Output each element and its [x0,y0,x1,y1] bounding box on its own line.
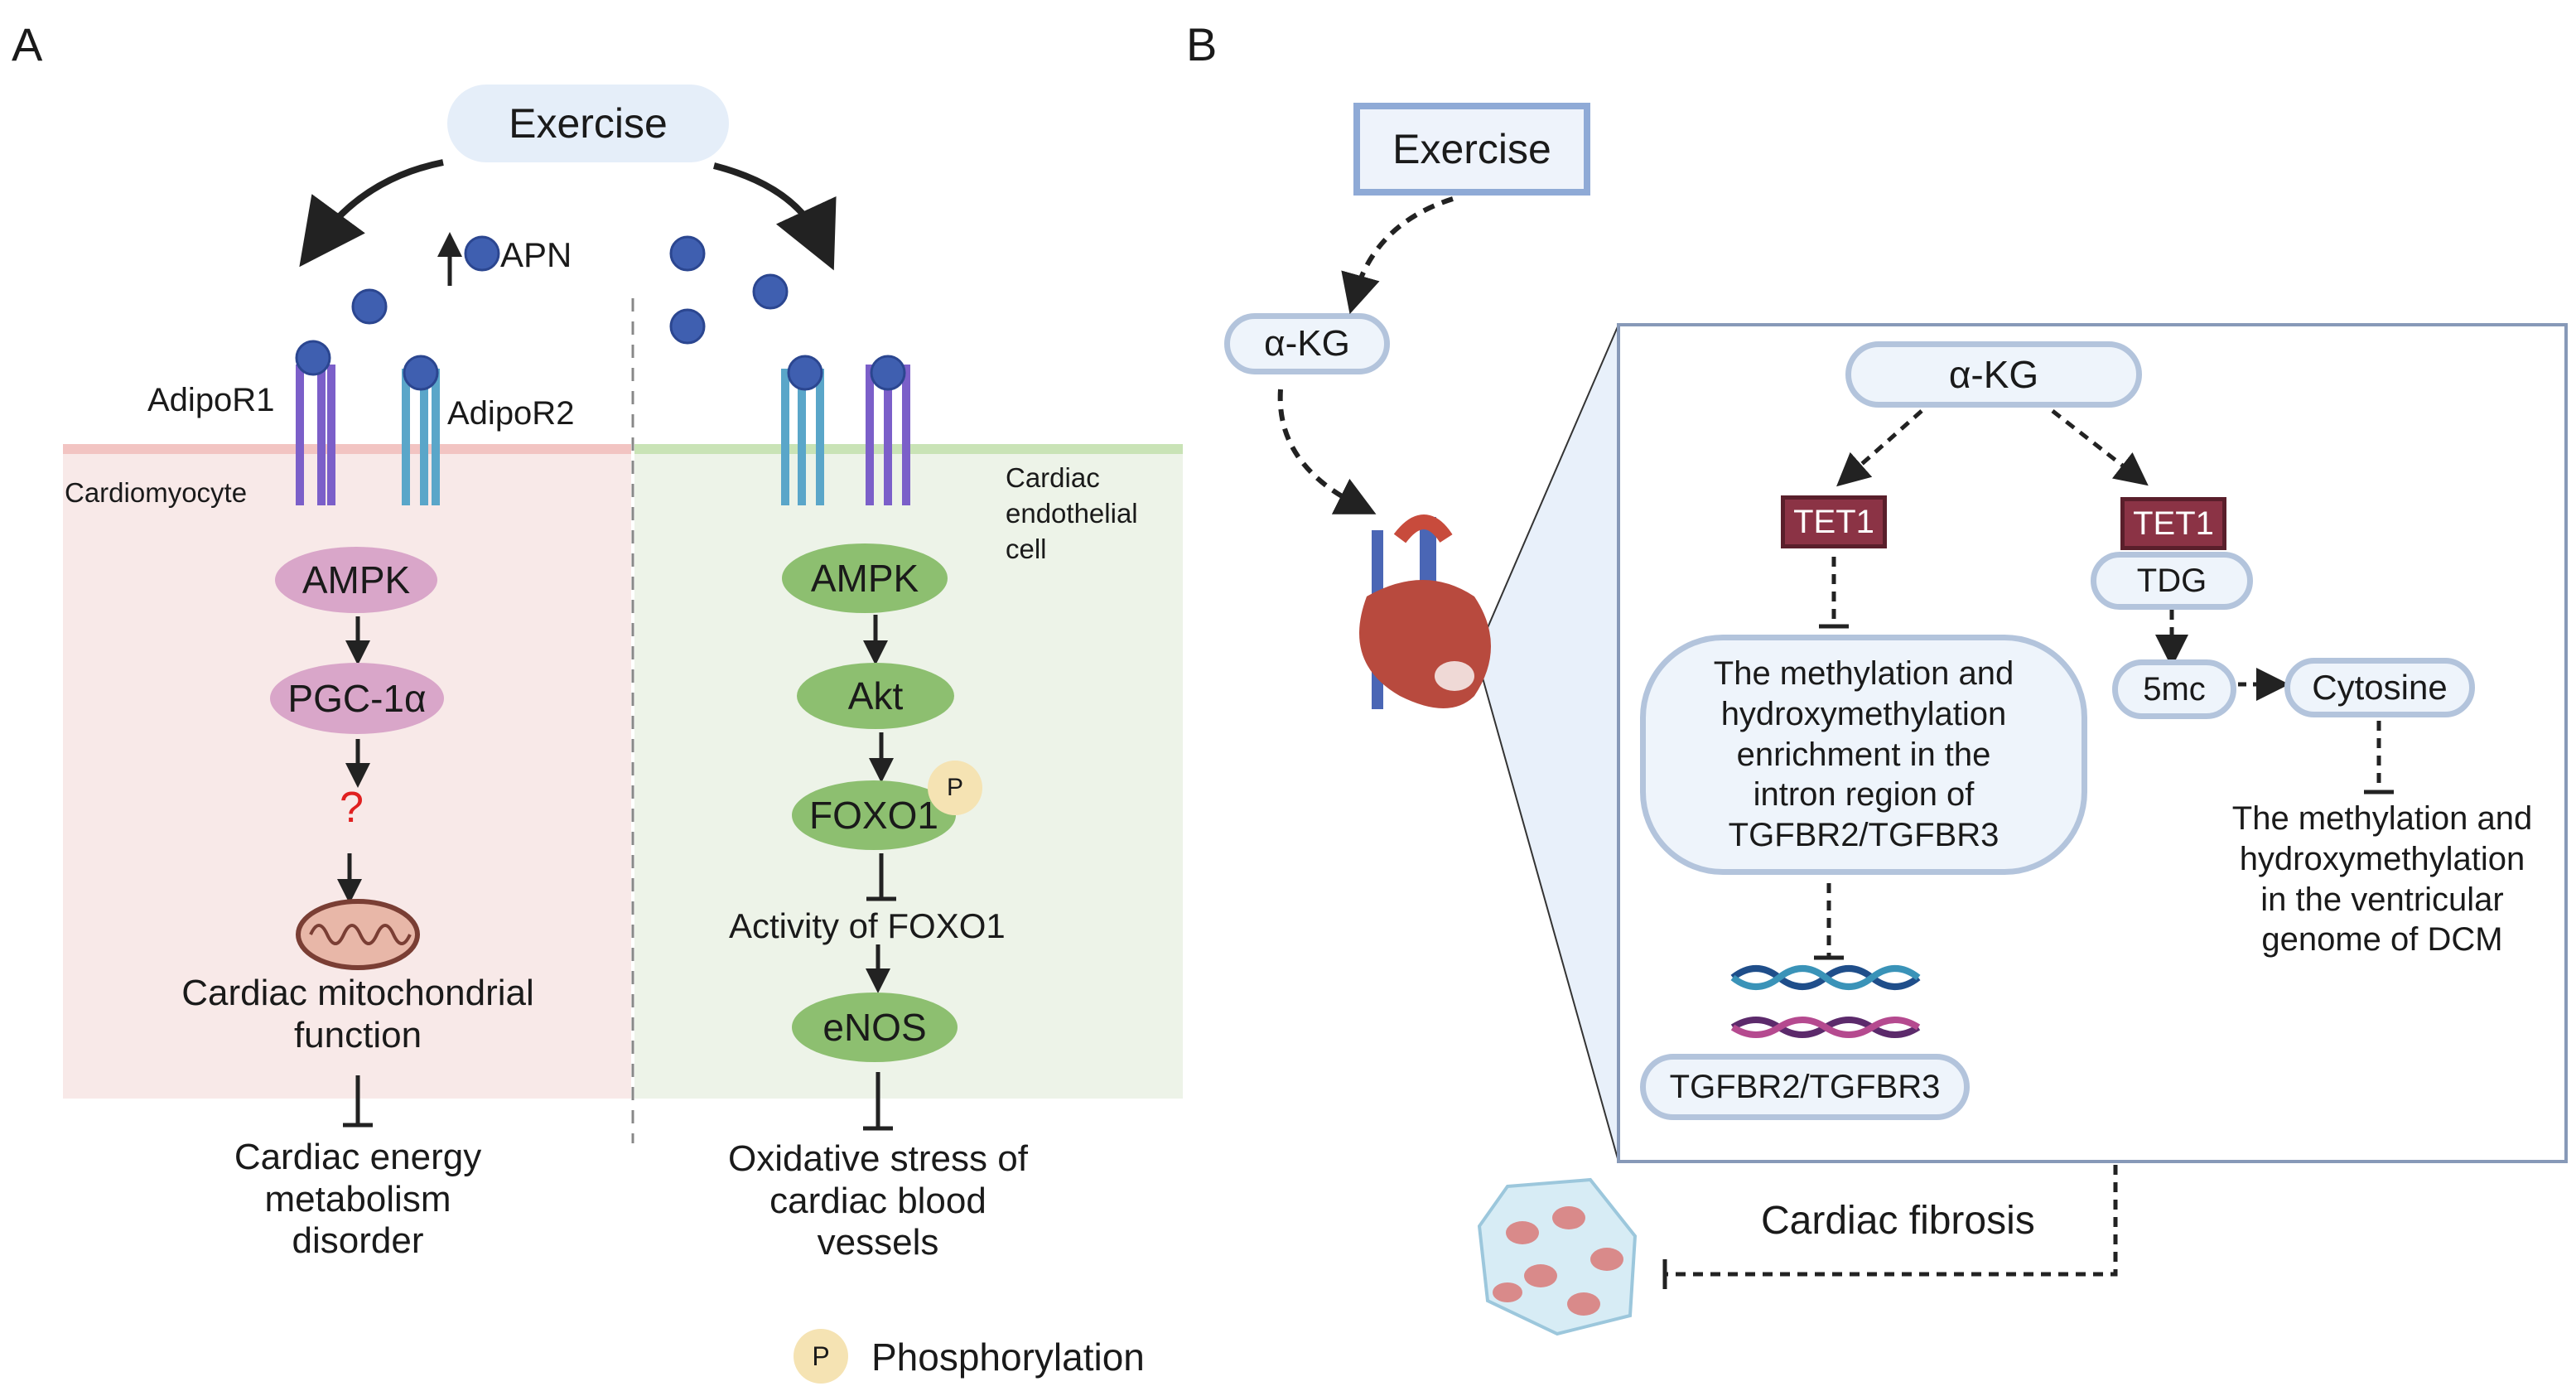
dcm-genome-methylation-text: The methylation and hydroxymethylation i… [2231,800,2533,959]
cardiomyocyte-label: Cardiomyocyte [65,477,248,508]
adipor2-label: AdipoR2 [447,395,575,432]
mito-function-label: Cardiac mitochondrial function [181,973,534,1055]
oxidative-stress-outcome: Oxidative stress of cardiac blood vessel… [728,1138,1028,1263]
mitochondrion-icon [296,899,420,970]
receptor-adipor2-left [402,369,440,505]
adipor1-label: AdipoR1 [147,382,275,418]
endothelial-label: Cardiac endothelial cell [1006,462,1138,564]
zoom-callout [1476,325,1618,1162]
fibrosis-tissue-icon [1477,1177,1638,1336]
phospho-badge-foxo1: P [928,761,982,815]
tdg-pill: TDG [2091,552,2253,610]
tgfbr-pill: TGFBR2/TGFBR3 [1640,1054,1970,1120]
legend-phosphorylation-label: Phosphorylation [871,1335,1145,1379]
cardiac-fibrosis-label: Cardiac fibrosis [1761,1199,2035,1243]
ampk-node-right: AMPK [782,543,948,613]
apn-molecules [351,235,789,345]
receptor-adipor1-left [296,365,335,505]
pgc1a-node: PGC-1α [270,663,444,734]
heart-icon [1359,514,1491,709]
enos-node: eNOS [792,993,958,1062]
cytosine-pill: Cytosine [2284,658,2475,717]
curved-arrow-right [713,162,837,271]
tet1-right-badge: TET1 [2120,497,2226,550]
foxo1-activity-label: Activity of FOXO1 [729,906,1006,945]
intron-methylation-box: The methylation and hydroxymethylation e… [1640,635,2087,875]
exercise-box-b: Exercise [1353,103,1590,196]
akg-pill-outer: α-KG [1224,313,1390,374]
energy-metabolism-outcome: Cardiac energy metabolism disorder [234,1137,482,1262]
panel-b-label: B [1186,18,1218,70]
exercise-label-a: Exercise [509,100,668,147]
ampk-node-left: AMPK [275,547,437,613]
panel-a-label: A [12,18,43,70]
unknown-mechanism-mark: ? [340,784,364,832]
curved-arrow-left [299,159,444,268]
akg-pill-inner: α-KG [1845,341,2142,408]
dna-icon [1730,965,1921,1038]
receptor-adipor2-right [781,369,824,505]
apn-label: APN [500,235,572,274]
exercise-box-a: Exercise [447,85,729,162]
akt-node: Akt [797,663,954,729]
five-mc-pill: 5mc [2112,659,2236,719]
legend-phospho-badge: P [794,1329,848,1384]
tet1-left-badge: TET1 [1781,495,1887,548]
